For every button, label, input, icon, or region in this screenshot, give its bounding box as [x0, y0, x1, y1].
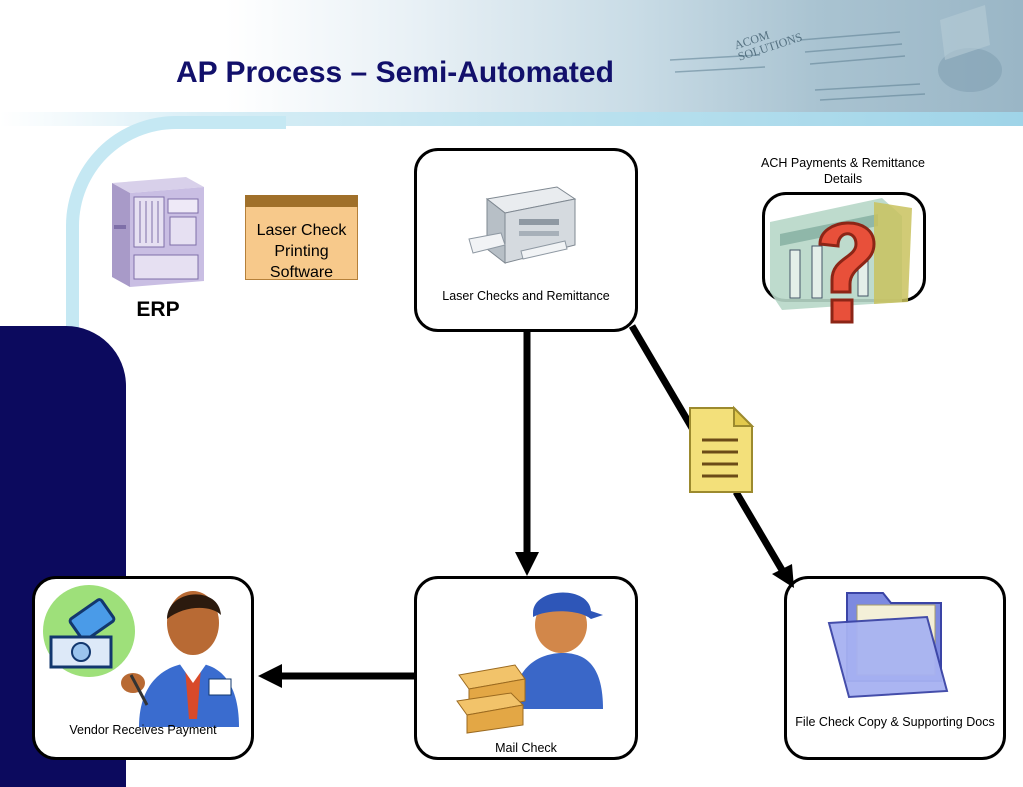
server-icon [112, 177, 204, 287]
software-box [245, 195, 358, 280]
arrow-laser-to-file-lower [732, 490, 786, 572]
erp-label: ERP [136, 298, 180, 321]
mail-carrier-icon [456, 592, 603, 734]
mail-check-label: Mail Check [495, 741, 557, 755]
arrow-laser-to-file-upper [628, 324, 696, 430]
vendor-card: Vendor Receives Payment [32, 576, 254, 760]
file-copy-label: File Check Copy & Supporting Docs [795, 715, 995, 729]
vendor-payment-icon [43, 585, 239, 727]
question-building-icon [770, 198, 912, 324]
document-icon [689, 405, 755, 493]
arrowhead-vendor [258, 664, 282, 688]
software-box-top [245, 195, 358, 207]
arrowhead-file [772, 564, 794, 588]
page-title: AP Process – Semi-Automated [176, 56, 614, 89]
software-box-label: Laser Check Printing Software [256, 222, 347, 281]
mail-check-card: Mail Check [414, 576, 638, 760]
header-collage [669, 5, 1002, 101]
arrowhead-mail [515, 552, 539, 576]
file-copy-card: File Check Copy & Supporting Docs [784, 576, 1006, 760]
laser-checks-label: Laser Checks and Remittance [442, 289, 610, 303]
laser-checks-card: Laser Checks and Remittance [414, 148, 638, 332]
laser-printer-icon [468, 186, 577, 265]
ach-label: ACH Payments & Remittance Details [761, 156, 925, 186]
folder-icon [827, 592, 949, 699]
mouse-shape [938, 48, 1002, 92]
vendor-label: Vendor Receives Payment [69, 723, 217, 737]
